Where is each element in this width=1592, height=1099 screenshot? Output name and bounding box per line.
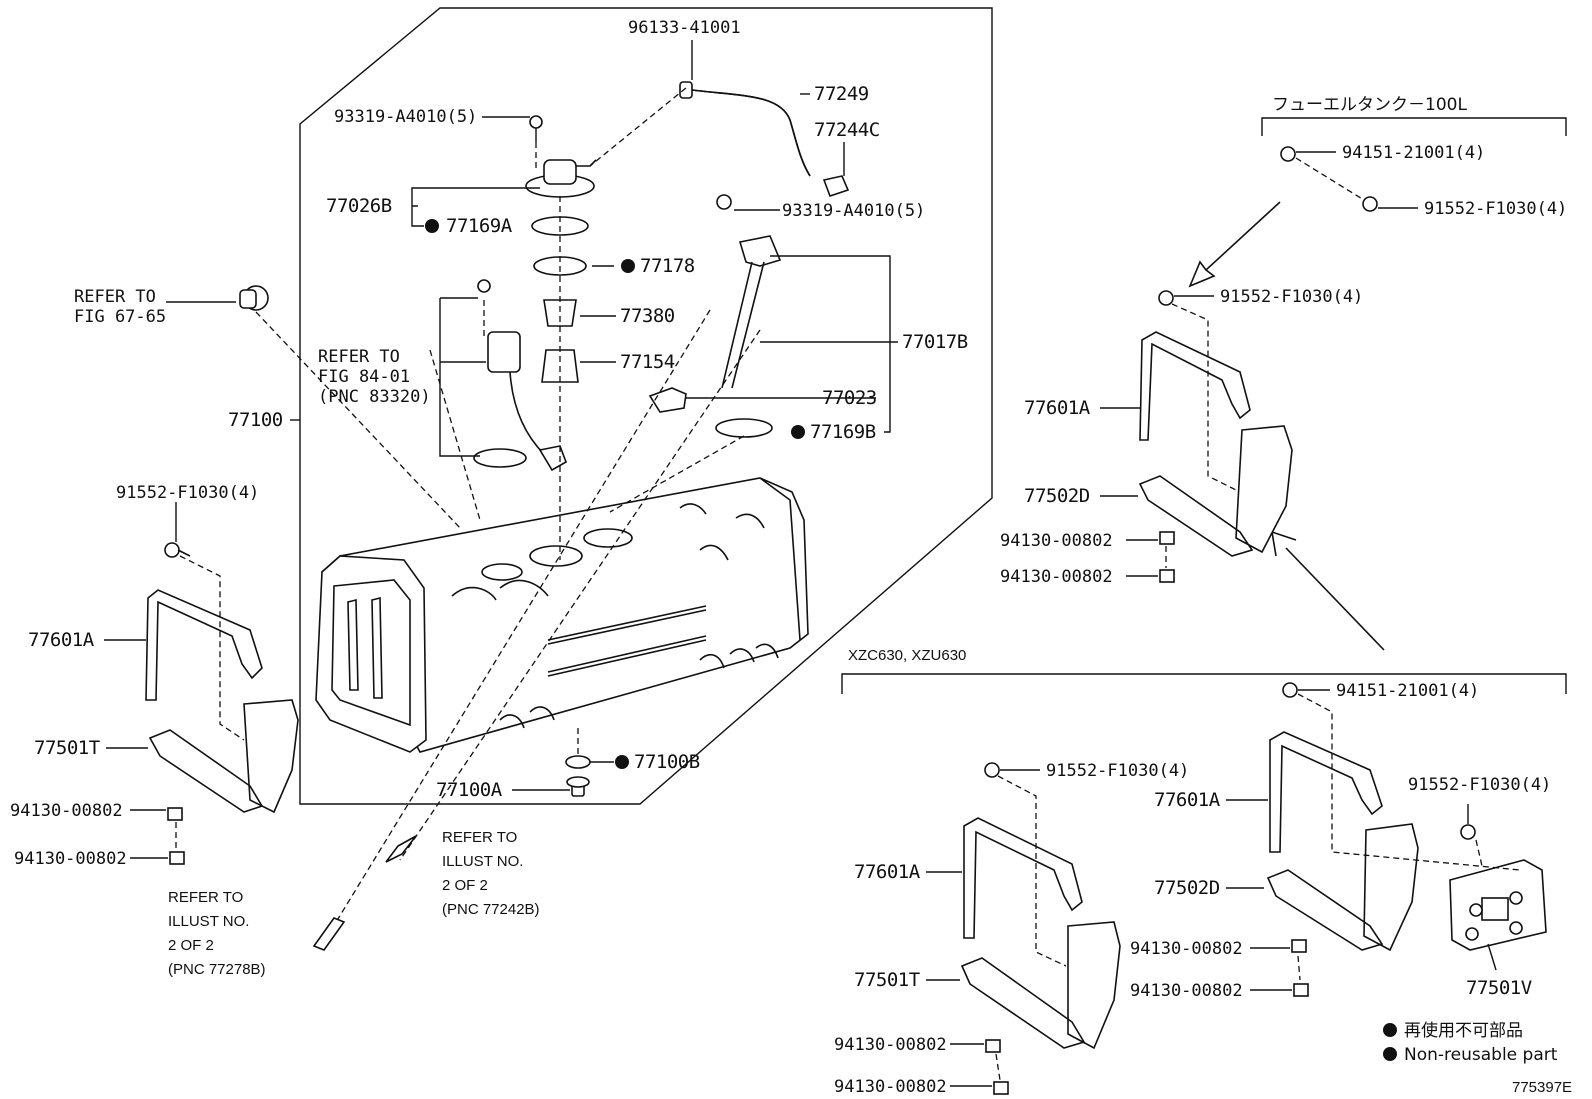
bm-label-94130-a: 94130-00802 bbox=[834, 1035, 947, 1055]
label-77169b: 77169B bbox=[810, 421, 876, 443]
label-77017b: 77017B bbox=[902, 331, 968, 353]
label-93319-right: 93319-A4010(5) bbox=[782, 201, 925, 221]
legend-text-jp: 再使用不可部品 bbox=[1404, 1020, 1523, 1041]
fuel-tank bbox=[315, 477, 809, 753]
label-77026b: 77026B bbox=[326, 195, 392, 217]
note-refer-84-line3: (PNC 83320) bbox=[318, 387, 431, 407]
pipe-segment-b bbox=[312, 917, 346, 951]
label-77100: 77100 bbox=[228, 409, 283, 431]
bm-label-77601a: 77601A bbox=[854, 861, 921, 883]
filler-pipe-dash bbox=[329, 309, 711, 933]
main-assembly-boundary bbox=[299, 7, 993, 805]
tr-label-91552-b: 91552-F1030(4) bbox=[1220, 287, 1363, 307]
note-refer-77278-line1: REFER TO bbox=[168, 889, 243, 906]
bm-label-77501t: 77501T bbox=[854, 969, 920, 991]
label-77244c: 77244C bbox=[814, 119, 880, 141]
bm-label-91552: 91552-F1030(4) bbox=[1046, 761, 1189, 781]
br-label-77502d: 77502D bbox=[1154, 877, 1220, 899]
legend-dot-en bbox=[1383, 1047, 1397, 1061]
tr-bracket-group bbox=[1100, 117, 1567, 651]
br-label-94151: 94151-21001(4) bbox=[1336, 681, 1479, 701]
tr-label-94151: 94151-21001(4) bbox=[1342, 143, 1485, 163]
bm-label-94130-b: 94130-00802 bbox=[834, 1077, 947, 1097]
gasket-pump bbox=[473, 448, 527, 468]
pump-bracket bbox=[239, 194, 782, 413]
sender-gauge bbox=[525, 115, 597, 198]
note-refer-77278-line4: (PNC 77278B) bbox=[168, 961, 266, 978]
label-77380: 77380 bbox=[620, 305, 675, 327]
br-label-94130-a: 94130-00802 bbox=[1130, 939, 1243, 959]
label-77100a: 77100A bbox=[436, 779, 503, 801]
note-refer-77242-line2: ILLUST NO. bbox=[442, 853, 523, 870]
label-96133: 96133-41001 bbox=[628, 18, 741, 38]
label-77169a: 77169A bbox=[446, 215, 513, 237]
cap-77380 bbox=[543, 299, 577, 327]
fuel-hose bbox=[679, 81, 850, 198]
label-77023: 77023 bbox=[822, 387, 877, 409]
variant-xzc-label: XZC630, XZU630 bbox=[848, 647, 966, 664]
left-label-94130-b: 94130-00802 bbox=[14, 849, 127, 869]
label-77154: 77154 bbox=[620, 351, 675, 373]
br-label-91552: 91552-F1030(4) bbox=[1408, 775, 1551, 795]
left-label-77601a: 77601A bbox=[28, 629, 95, 651]
xzc-variant-bracket bbox=[841, 673, 1567, 694]
br-bracket-group bbox=[1226, 682, 1547, 997]
br-label-77501v: 77501V bbox=[1466, 977, 1532, 999]
legend-text-en: Non-reusable part bbox=[1404, 1045, 1558, 1065]
tr-label-91552-a: 91552-F1030(4) bbox=[1424, 199, 1567, 219]
illustration-id: 775397E bbox=[1512, 1079, 1572, 1096]
note-refer-84-line2: FIG 84-01 bbox=[318, 367, 410, 387]
drain-plug bbox=[565, 755, 591, 797]
note-refer-67-line2: FIG 67-65 bbox=[74, 307, 166, 327]
tr-label-94130-a: 94130-00802 bbox=[1000, 531, 1113, 551]
tr-label-94130-b: 94130-00802 bbox=[1000, 567, 1113, 587]
legend-dot-jp bbox=[1383, 1023, 1397, 1037]
left-label-77501t: 77501T bbox=[34, 737, 100, 759]
note-refer-77242-line3: 2 OF 2 bbox=[442, 877, 488, 894]
tr-label-77601a: 77601A bbox=[1024, 397, 1091, 419]
tr-label-77502d: 77502D bbox=[1024, 485, 1090, 507]
pipe-segment-a bbox=[385, 835, 417, 863]
note-refer-77278-line3: 2 OF 2 bbox=[168, 937, 214, 954]
note-refer-77242-line4: (PNC 77242B) bbox=[442, 901, 540, 918]
note-refer-77242-line1: REFER TO bbox=[442, 829, 517, 846]
note-refer-67-line1: REFER TO bbox=[74, 287, 156, 307]
note-refer-84-line1: REFER TO bbox=[318, 347, 400, 367]
left-label-94130-a: 94130-00802 bbox=[10, 801, 123, 821]
left-bracket-group bbox=[104, 502, 299, 865]
variant-100l-label: フューエルタンク－100L bbox=[1272, 95, 1467, 115]
note-refer-77278-line2: ILLUST NO. bbox=[168, 913, 249, 930]
gasket-77169b bbox=[715, 418, 773, 438]
br-label-94130-b: 94130-00802 bbox=[1130, 981, 1243, 1001]
label-93319-top: 93319-A4010(5) bbox=[334, 107, 477, 127]
left-label-91552: 91552-F1030(4) bbox=[116, 483, 259, 503]
label-77100b: 77100B bbox=[634, 751, 700, 773]
bm-bracket-group bbox=[926, 762, 1121, 1095]
label-77178: 77178 bbox=[640, 255, 695, 277]
label-77249: 77249 bbox=[814, 83, 869, 105]
br-label-77601a: 77601A bbox=[1154, 789, 1221, 811]
